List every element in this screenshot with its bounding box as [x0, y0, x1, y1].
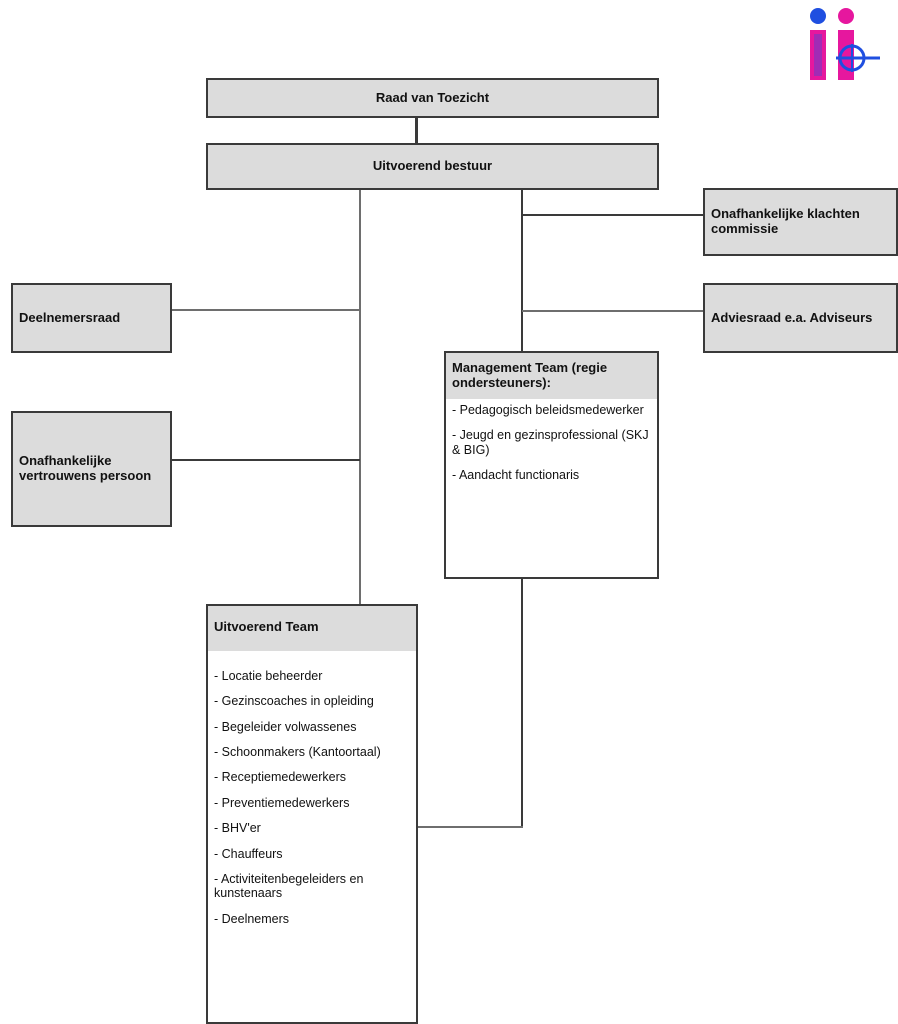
list-item: - Begeleider volwassenes [214, 719, 357, 734]
list-item: - Pedagogisch beleidsmedewerker [452, 402, 644, 417]
node-title: Uitvoerend Team [208, 606, 416, 651]
connector-bestuur-right-trunk [521, 189, 523, 352]
list-item: - Aandacht functionaris [452, 468, 580, 482]
node-adviesraad: Adviesraad e.a. Adviseurs [703, 283, 898, 353]
node-label: Deelnemersraad [19, 309, 121, 325]
list-item: - Activiteitenbegeleiders en kunstenaars [214, 871, 364, 901]
node-label: Onafhankelijke klachten commissie [711, 206, 860, 236]
list-item: - Locatie beheerder [214, 668, 323, 683]
list-item: - Gezinscoaches in opleiding [214, 694, 374, 709]
connector-mt-uitvoerend [417, 826, 523, 828]
node-label: Raad van Toezicht [375, 89, 490, 105]
node-label: Onafhankelijke vertrouwens persoon [19, 453, 152, 483]
connector-vertrouwenspersoon [171, 459, 360, 461]
connector-klachten [522, 214, 704, 216]
connector-raad-bestuur [415, 117, 418, 144]
connector-adviesraad [522, 310, 704, 312]
list-item: - Jeugd en gezinsprofessional (SKJ & BIG… [452, 428, 649, 457]
ut-list: - Locatie beheerder - Gezinscoaches in o… [208, 651, 416, 926]
list-item: - Schoonmakers (Kantoortaal) [214, 745, 381, 760]
list-item: - Chauffeurs [214, 846, 283, 861]
connector-bestuur-left-trunk [359, 189, 361, 605]
list-item: - Preventiemedewerkers [214, 795, 350, 810]
organization-logo-icon [810, 8, 880, 80]
node-title: Management Team (regie ondersteuners): [446, 353, 657, 399]
node-label: Adviesraad e.a. Adviseurs [711, 309, 873, 325]
node-label: Uitvoerend bestuur [372, 158, 493, 174]
node-deelnemersraad: Deelnemersraad [11, 283, 172, 353]
node-uitvoerend-bestuur: Uitvoerend bestuur [206, 143, 659, 190]
node-vertrouwenspersoon: Onafhankelijke vertrouwens persoon [11, 411, 172, 527]
connector-mt-down [521, 578, 523, 828]
list-item: - Receptiemedewerkers [214, 770, 346, 785]
connector-deelnemersraad [171, 309, 360, 311]
node-uitvoerend-team: Uitvoerend Team - Locatie beheerder - Ge… [206, 604, 418, 1024]
node-management-team: Management Team (regie ondersteuners): -… [444, 351, 659, 579]
list-item: - Deelnemers [214, 911, 290, 926]
mt-list: - Pedagogisch beleidsmedewerker - Jeugd … [446, 399, 657, 483]
node-klachten-commissie: Onafhankelijke klachten commissie [703, 188, 898, 256]
node-raad-van-toezicht: Raad van Toezicht [206, 78, 659, 118]
list-item: - BHV'er [214, 821, 261, 836]
